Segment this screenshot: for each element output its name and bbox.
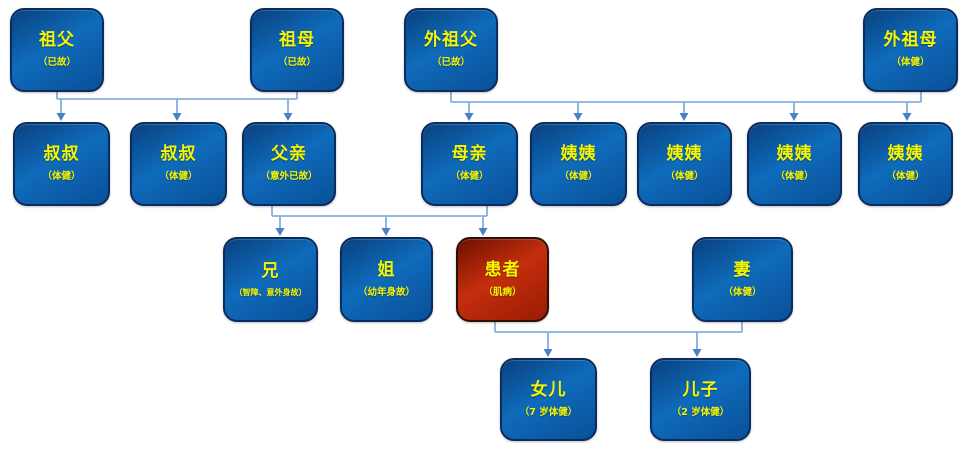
person-status: （体健） (891, 57, 930, 69)
arrowhead-icon (478, 228, 488, 236)
node-aunt-4: 姨姨 （体健） (858, 122, 953, 206)
person-name: 妻 (733, 259, 752, 280)
node-daughter: 女儿 （7 岁体健） (500, 358, 597, 441)
person-status: （肌病） (483, 286, 522, 298)
person-status: （体健） (886, 171, 925, 183)
arrowhead-icon (275, 228, 285, 236)
arrowhead-icon (789, 113, 799, 121)
person-status: （已故） (277, 57, 316, 69)
node-son: 儿子 （2 岁体健） (650, 358, 751, 441)
node-elder-brother: 兄 （智障、意外身故） (223, 237, 318, 322)
node-aunt-1: 姨姨 （体健） (530, 122, 627, 206)
person-name: 儿子 (682, 379, 719, 400)
family-connector (450, 92, 922, 114)
arrowhead-icon (679, 113, 689, 121)
person-status: （体健） (159, 171, 198, 183)
node-mother: 母亲 （体健） (421, 122, 518, 206)
person-status: （体健） (559, 171, 598, 183)
person-name: 患者 (484, 259, 521, 280)
person-status: （体健） (665, 171, 704, 183)
arrowhead-icon (692, 349, 702, 357)
person-status: （幼年身故） (357, 286, 415, 298)
person-status: （2 岁体健） (671, 406, 730, 418)
person-name: 叔叔 (160, 144, 197, 165)
person-status: （已故） (37, 57, 76, 69)
arrowhead-icon (56, 113, 66, 121)
node-paternal-grandmother: 祖母 （已故） (250, 8, 344, 92)
person-name: 母亲 (451, 144, 488, 165)
node-maternal-grandmother: 外祖母 （体健） (863, 8, 958, 92)
person-name: 姨姨 (776, 144, 813, 165)
person-name: 女儿 (530, 379, 567, 400)
person-name: 外祖父 (424, 30, 478, 51)
arrowhead-icon (573, 113, 583, 121)
arrowhead-icon (381, 228, 391, 236)
node-uncle-1: 叔叔 （体健） (13, 122, 110, 206)
person-status: （体健） (42, 171, 81, 183)
family-connector (56, 92, 298, 114)
person-name: 祖母 (279, 30, 315, 51)
node-maternal-grandfather: 外祖父 （已故） (404, 8, 498, 92)
arrowhead-icon (172, 113, 182, 121)
arrowhead-icon (283, 113, 293, 121)
node-paternal-grandfather: 祖父 （已故） (10, 8, 104, 92)
person-name: 兄 (261, 260, 280, 281)
arrowhead-icon (902, 113, 912, 121)
person-status: （7 岁体健） (519, 406, 578, 418)
node-patient: 患者 （肌病） (456, 237, 549, 322)
arrowhead-icon (543, 349, 553, 357)
node-father: 父亲 （意外已故） (242, 122, 336, 206)
node-aunt-3: 姨姨 （体健） (747, 122, 842, 206)
person-status: （体健） (450, 171, 489, 183)
node-aunt-2: 姨姨 （体健） (637, 122, 732, 206)
family-connector (494, 322, 743, 350)
person-name: 父亲 (271, 144, 307, 165)
person-name: 姨姨 (887, 144, 924, 165)
person-name: 祖父 (39, 30, 75, 51)
person-name: 叔叔 (43, 144, 80, 165)
person-status: （意外已故） (260, 171, 318, 183)
person-name: 姨姨 (666, 144, 703, 165)
person-status: （体健） (775, 171, 814, 183)
node-elder-sister: 姐 （幼年身故） (340, 237, 433, 322)
node-uncle-2: 叔叔 （体健） (130, 122, 227, 206)
family-connector (271, 206, 488, 229)
person-name: 姨姨 (560, 144, 597, 165)
person-name: 姐 (377, 259, 396, 280)
person-status: （体健） (723, 286, 762, 298)
person-name: 外祖母 (883, 30, 938, 51)
node-wife: 妻 （体健） (692, 237, 793, 322)
arrowhead-icon (464, 113, 474, 121)
person-status: （智障、意外身故） (234, 287, 307, 297)
person-status: （已故） (431, 57, 470, 69)
